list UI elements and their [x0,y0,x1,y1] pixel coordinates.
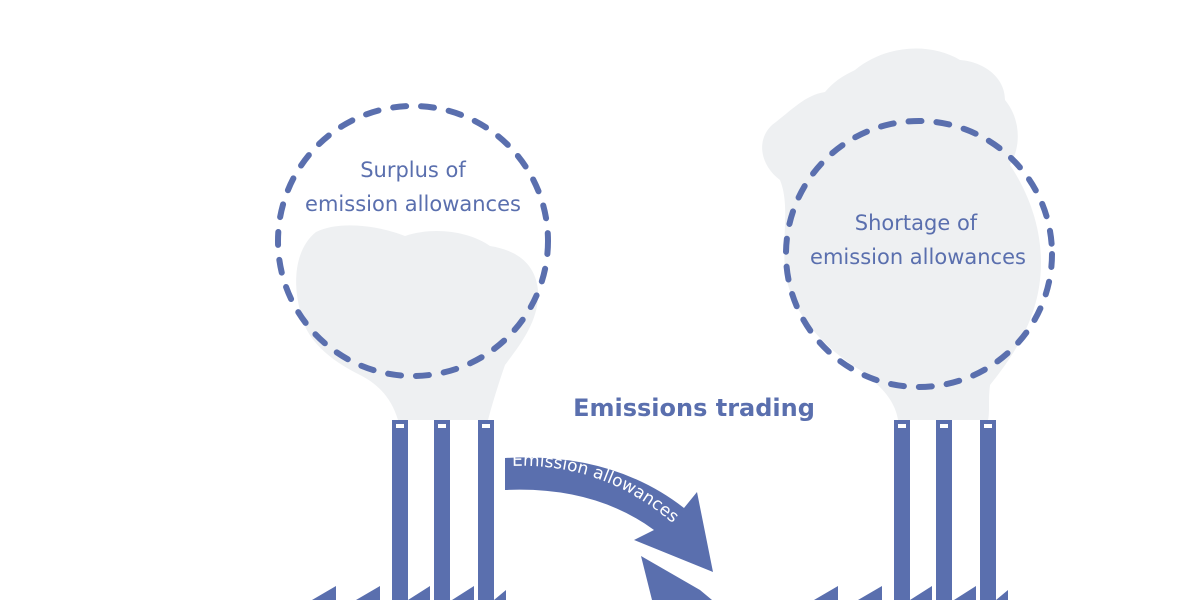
right-smoke-cloud [762,48,1041,421]
left-chimneys [392,420,494,600]
right-chimney-3 [980,420,996,600]
right-chimney-2 [936,420,952,600]
left-smoke-cloud [296,225,539,420]
left-chimney-1 [392,420,408,600]
right-chimney-1 [894,420,910,600]
emissions-trading-title: Emissions trading [573,394,815,422]
shortage-label-line1: Shortage of [855,211,978,235]
left-chimney-2 [434,420,450,600]
surplus-label-line1: Surplus of [360,158,466,182]
shortage-label-line2: emission allowances [810,245,1026,269]
right-factory-roof [814,586,1008,600]
right-chimneys [894,420,996,600]
surplus-circle [275,103,551,379]
shortage-circle [783,118,1055,390]
left-factory-roof [312,586,506,600]
surplus-label-line2: emission allowances [305,192,521,216]
transfer-arrow-lower [641,556,712,600]
left-chimney-3 [478,420,494,600]
transfer-arrow-upper [505,457,713,572]
